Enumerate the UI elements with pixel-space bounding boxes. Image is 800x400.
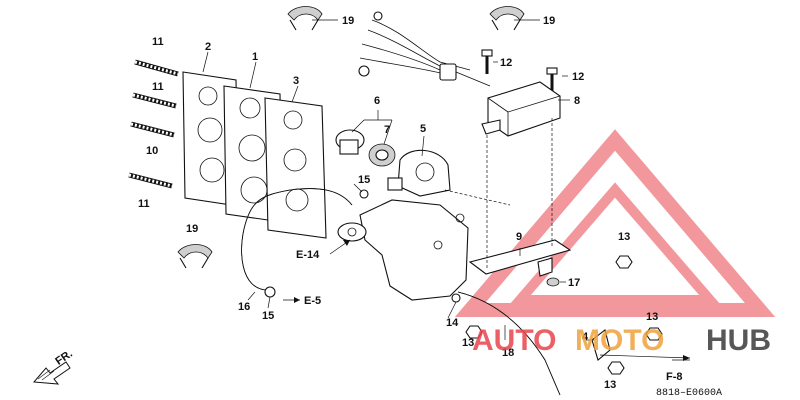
grommet-17 [546,277,560,287]
nut-13c [645,327,663,341]
label-16: 16 [238,301,250,313]
water-housing [337,199,469,301]
gasket-3 [264,97,327,239]
watermark-moto: MOTO [575,324,664,357]
ref-e14: E-14 [296,249,320,261]
watermark-auto: AUTO [472,324,556,357]
label-6: 6 [374,95,380,107]
nut-13b [465,325,483,339]
thermostat-cover-5 [387,149,451,197]
label-11b: 11 [152,81,164,93]
label-15b: 15 [262,310,274,322]
label-19c: 19 [186,223,198,235]
bolt-12b [546,67,558,92]
label-13a: 13 [618,231,630,243]
bracket-9 [468,239,572,277]
label-17: 17 [568,277,580,289]
label-1: 1 [252,51,258,63]
alignment-lines [444,118,553,268]
watermark-logo [454,129,776,317]
bolt-12a [481,49,493,74]
label-19a: 19 [342,15,354,27]
regulator-8 [481,81,561,137]
label-11c: 11 [138,198,150,210]
label-18: 18 [502,347,514,359]
studs-group [128,59,179,189]
label-13d: 13 [604,379,616,391]
seal-7 [368,143,396,167]
leader-lines [202,19,690,361]
label-11a: 11 [152,36,164,48]
ref-f8: F-8 [666,371,683,383]
part-labels: 2 1 3 11 11 10 11 19 19 19 12 12 6 8 5 7… [138,15,658,391]
clamp-19c [177,244,213,269]
ref-front: FR. [53,348,74,368]
label-13b: 13 [462,337,474,349]
label-12a: 12 [500,57,512,69]
clamp-19b [489,6,525,31]
wire-harness [358,11,491,87]
label-19b: 19 [543,15,555,27]
clip-15b [264,286,276,298]
clamp-19a [287,6,323,31]
label-3: 3 [293,75,299,87]
watermark-hub: HUB [706,324,771,357]
label-8: 8 [574,95,580,107]
label-10: 10 [146,145,158,157]
clip-14 [451,293,461,303]
label-9: 9 [516,231,522,243]
ref-arrows [283,239,691,361]
label-4: 4 [582,331,589,343]
nut-13a [615,255,633,269]
label-14: 14 [446,317,459,329]
label-5: 5 [420,123,426,135]
ref-e5: E-5 [304,295,321,307]
nut-13d [607,361,625,375]
thermostat-6 [335,129,365,155]
label-2: 2 [205,41,211,53]
label-12b: 12 [572,71,584,83]
front-arrow [32,361,71,385]
label-7: 7 [384,124,390,136]
watermark-text: AUTO MOTO HUB [472,324,771,357]
label-15a: 15 [358,174,370,186]
label-13c: 13 [646,311,658,323]
clip-4 [591,329,611,361]
drawing-code: 8818–E0600A [656,388,722,399]
